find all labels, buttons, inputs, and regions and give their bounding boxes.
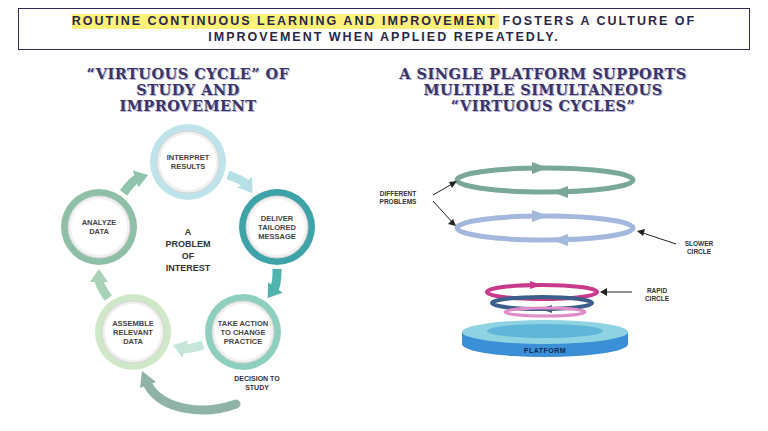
process-circle: TAKE ACTION TO CHANGE PRACTICE xyxy=(204,293,282,371)
rapid-cycle-pink xyxy=(505,308,585,316)
leader-line xyxy=(606,292,632,293)
process-circle: INTERPRET RESULTS xyxy=(149,123,227,201)
circle-label: ANALYZE DATA xyxy=(73,218,125,236)
center-label: A PROBLEM OF INTEREST xyxy=(163,226,213,274)
circle-shadow xyxy=(246,196,308,258)
panel-heading: “VIRTUOUS CYCLE” OF STUDY AND IMPROVEMEN… xyxy=(85,66,291,114)
circle-face xyxy=(249,199,305,255)
process-circle: ANALYZE DATA xyxy=(60,188,138,266)
arrowhead xyxy=(90,269,108,282)
circle-ring xyxy=(61,189,137,265)
circle-face xyxy=(105,304,161,360)
arrowhead xyxy=(600,288,607,296)
slow-cycle-blue xyxy=(457,216,633,240)
arrowhead xyxy=(448,219,456,226)
circle-label: INTERPRET RESULTS xyxy=(162,153,214,171)
arrowhead xyxy=(238,177,253,193)
decision-arrow xyxy=(148,385,236,410)
circle-shadow xyxy=(102,301,164,363)
circle-label: TAKE ACTION TO CHANGE PRACTICE xyxy=(217,319,269,346)
circle-label: ASSEMBLE RELEVANT DATA xyxy=(107,319,159,346)
circle-ring xyxy=(205,294,281,370)
arrowhead xyxy=(530,281,542,289)
circle-label: DELIVER TAILORED MESSAGE xyxy=(251,214,303,241)
circle-shadow xyxy=(212,301,274,363)
process-circle: DELIVER TAILORED MESSAGE xyxy=(238,188,316,266)
decision-label: DECISION TO STUDY xyxy=(226,374,288,392)
title: ROUTINE CONTINUOUS LEARNING AND IMPROVEM… xyxy=(34,13,734,45)
leader-line xyxy=(433,201,452,222)
arrowhead xyxy=(532,210,548,222)
callout-label: SLOWER CIRCLE xyxy=(674,240,724,256)
circle-face xyxy=(215,304,271,360)
leader-line xyxy=(433,184,452,195)
circle-ring xyxy=(150,124,226,200)
arrowhead xyxy=(173,341,188,358)
platform-label: PLATFORM xyxy=(524,346,566,355)
decision-arrowhead xyxy=(140,371,156,388)
callout-label: RAPID CIRCLE xyxy=(634,287,680,303)
circle-shadow xyxy=(157,131,219,193)
arrowhead xyxy=(449,181,457,188)
circle-shadow xyxy=(68,196,130,258)
arrowhead xyxy=(133,170,148,187)
arrowhead xyxy=(637,229,645,236)
platform-disc: PLATFORM xyxy=(460,318,630,360)
platform-top xyxy=(462,320,628,344)
leader-line xyxy=(643,233,676,244)
process-circle: ASSEMBLE RELEVANT DATA xyxy=(94,293,172,371)
arrowhead xyxy=(552,186,568,198)
callout-label: DIFFERENT PROBLEMS xyxy=(366,190,430,206)
circle-face xyxy=(160,134,216,190)
arrowhead xyxy=(552,234,568,246)
panel-heading: A SINGLE PLATFORM SUPPORTS MULTIPLE SIMU… xyxy=(378,66,708,114)
platform-inner xyxy=(487,324,603,338)
arrowhead xyxy=(268,282,283,298)
circle-ring xyxy=(95,294,171,370)
title-banner: ROUTINE CONTINUOUS LEARNING AND IMPROVEM… xyxy=(18,8,750,50)
circle-ring xyxy=(239,189,315,265)
circle-face xyxy=(71,199,127,255)
arrowhead xyxy=(532,162,548,174)
slow-cycle-green xyxy=(457,168,633,192)
